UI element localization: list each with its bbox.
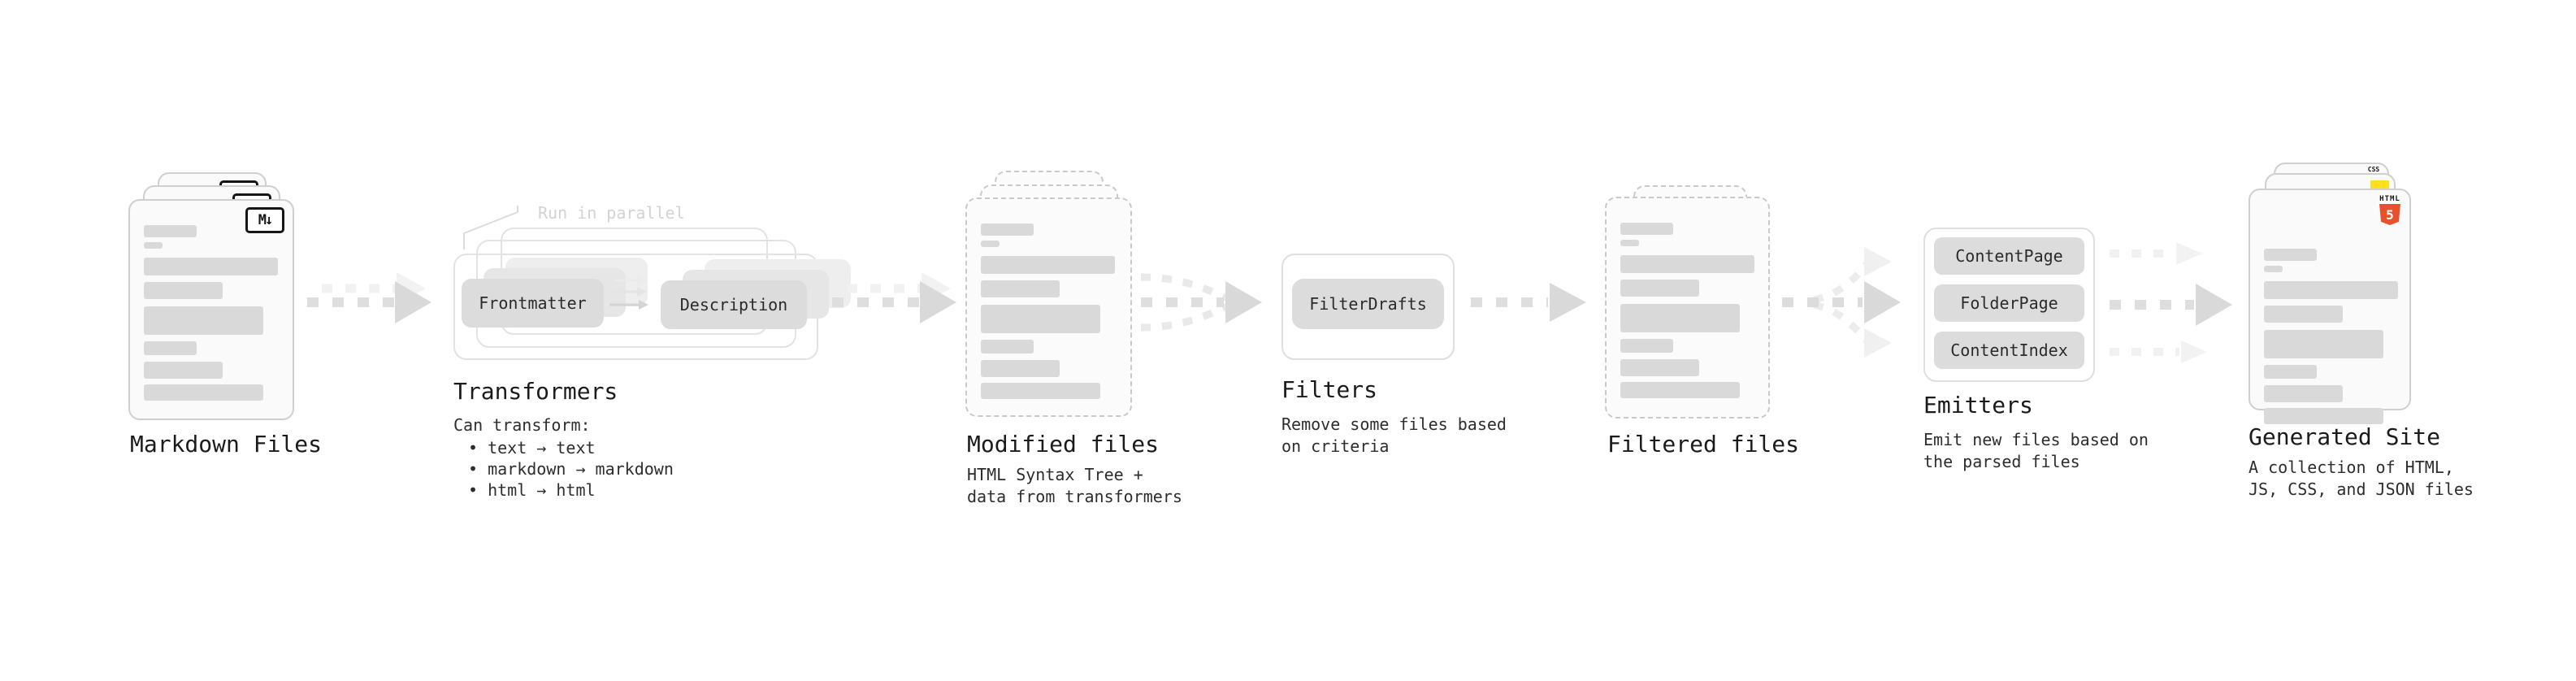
text-placeholder-bar <box>144 384 263 401</box>
emitters-label: Emitters <box>1923 392 2033 419</box>
run-in-parallel-note: Run in parallel <box>538 203 685 223</box>
text-placeholder-bar <box>144 225 197 237</box>
text-placeholder-bar <box>2264 306 2343 323</box>
transformer-parallel-arrows <box>609 275 648 310</box>
document-text-placeholder <box>2264 249 2398 424</box>
text-placeholder-bar <box>2264 281 2398 299</box>
bullet-item: text → text <box>468 437 674 458</box>
generated-site-label: Generated Site <box>2249 423 2441 450</box>
html5-icon: HTML 5 <box>2378 195 2402 225</box>
text-placeholder-bar <box>2264 365 2317 379</box>
markdown-icon: M↓ <box>245 207 284 233</box>
transformers-bullet-list: text → text markdown → markdown html → h… <box>468 437 674 501</box>
document-text-placeholder <box>1620 223 1754 398</box>
text-placeholder-bar <box>2264 330 2383 358</box>
text-placeholder-bar <box>1620 240 1639 246</box>
text-placeholder-bar <box>2264 385 2343 402</box>
text-placeholder-bar <box>144 341 197 355</box>
text-placeholder-bar <box>144 258 278 275</box>
text-placeholder-bar <box>1620 255 1754 273</box>
text-placeholder-bar <box>981 305 1100 333</box>
markdown-file-card-front: M↓ <box>128 199 294 420</box>
text-placeholder-bar <box>2264 408 2383 424</box>
bullet-item: html → html <box>468 479 674 501</box>
generated-site-description: A collection of HTML, JS, CSS, and JSON … <box>2249 458 2474 499</box>
text-placeholder-bar <box>1620 359 1699 376</box>
flow-arrow-markdown-to-transformers <box>307 272 432 323</box>
text-placeholder-bar <box>981 223 1034 236</box>
text-placeholder-bar <box>981 241 1000 247</box>
filters-description: Remove some files based on criteria <box>1281 414 1507 456</box>
text-placeholder-bar <box>1620 280 1699 297</box>
transformers-label: Transformers <box>453 378 618 405</box>
frontmatter-pill: Frontmatter <box>462 279 604 327</box>
text-placeholder-bar <box>1620 223 1673 235</box>
flow-arrow-merge-into-filters <box>1140 273 1262 332</box>
bullet-item: markdown → markdown <box>468 458 674 479</box>
filter-drafts-pill: FilterDrafts <box>1292 279 1444 329</box>
text-placeholder-bar <box>981 360 1060 377</box>
folder-page-pill: FolderPage <box>1934 284 2084 322</box>
modified-files-label: Modified files <box>967 431 1160 458</box>
text-placeholder-bar <box>981 256 1115 274</box>
html5-icon-shield: 5 <box>2379 204 2400 225</box>
filtered-file-card-front <box>1605 197 1770 419</box>
html5-icon-word: HTML <box>2379 195 2400 203</box>
filtered-files-label: Filtered files <box>1607 431 1800 458</box>
flow-arrow-transformers-to-modified <box>832 272 956 323</box>
text-placeholder-bar <box>144 362 223 379</box>
text-placeholder-bar <box>144 306 263 335</box>
text-placeholder-bar <box>2264 249 2317 261</box>
markdown-files-label: Markdown Files <box>130 431 323 458</box>
filters-label: Filters <box>1281 376 1378 403</box>
flow-arrow-fanout-to-emitters <box>1782 247 1901 358</box>
modified-files-description: HTML Syntax Tree + data from transformer… <box>967 465 1182 506</box>
text-placeholder-bar <box>981 280 1060 297</box>
flow-arrows-emitters-to-site <box>2110 242 2232 363</box>
annotation-leader-line <box>463 206 518 249</box>
content-page-pill: ContentPage <box>1934 237 2084 275</box>
emitters-description: Emit new files based on the parsed files <box>1923 430 2149 471</box>
text-placeholder-bar <box>2264 266 2283 272</box>
content-index-pill: ContentIndex <box>1934 332 2084 369</box>
javascript-icon <box>2370 180 2389 190</box>
description-pill: Description <box>661 280 807 329</box>
text-placeholder-bar <box>144 282 223 299</box>
text-placeholder-bar <box>144 242 163 249</box>
transformers-description-title: Can transform: <box>453 415 591 435</box>
modified-file-card-front <box>965 197 1132 417</box>
text-placeholder-bar <box>1620 339 1673 353</box>
flow-arrow-filters-to-filtered <box>1471 283 1586 322</box>
document-text-placeholder <box>144 225 278 401</box>
text-placeholder-bar <box>1620 382 1740 398</box>
text-placeholder-bar <box>1620 304 1740 332</box>
document-text-placeholder <box>981 223 1115 399</box>
text-placeholder-bar <box>981 340 1034 354</box>
site-file-card-html: HTML 5 <box>2249 189 2411 424</box>
text-placeholder-bar <box>981 383 1100 399</box>
